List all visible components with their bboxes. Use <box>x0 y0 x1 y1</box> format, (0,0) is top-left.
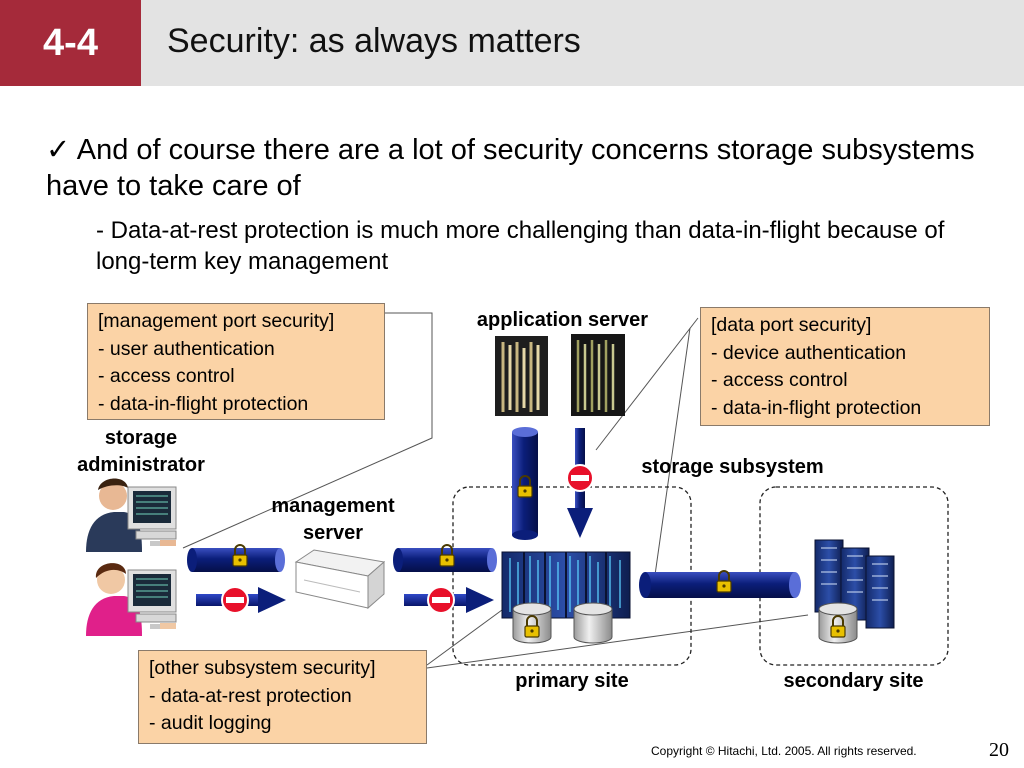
sub-bullet: - Data-at-rest protection is much more c… <box>96 217 945 275</box>
callout-item: - access control <box>98 365 235 387</box>
check-icon: ✓ <box>46 134 77 166</box>
application-server-label: application server <box>476 309 649 331</box>
callout-item: - data-in-flight protection <box>711 396 922 419</box>
no-entry-icon <box>221 586 249 614</box>
storage-administrator-label: storage administrator <box>77 427 205 476</box>
management-port-security-callout: [management port security] - user authen… <box>87 303 385 420</box>
secondary-storage-subsystem-icon <box>814 539 895 629</box>
callout-title: [data port security] <box>711 314 872 336</box>
no-entry-icon <box>566 464 594 492</box>
section-number: 4-4 <box>43 21 98 64</box>
blocked-arrow-management-to-storage <box>404 586 494 614</box>
blocked-arrow-admin-to-management <box>196 586 286 614</box>
data-port-security-callout: [data port security] - device authentica… <box>700 307 990 426</box>
other-subsystem-security-callout: [other subsystem security] - data-at-res… <box>138 650 427 744</box>
encrypted-disk-icon <box>818 602 858 644</box>
callout-title: [management port security] <box>98 310 335 332</box>
administrator-at-computer-icon <box>86 563 177 636</box>
header-bar <box>0 0 1024 86</box>
callout-item: - access control <box>711 369 848 391</box>
callout-item: - user authentication <box>98 337 275 360</box>
disk-cylinder-icon <box>573 602 613 644</box>
blocked-arrow-vertical <box>566 428 594 538</box>
section-number-badge: 4-4 <box>0 0 141 86</box>
storage-subsystem-label: storage subsystem <box>641 456 824 478</box>
callout-item: - data-at-rest protection <box>149 684 352 707</box>
no-entry-icon <box>427 586 455 614</box>
callout-item: - audit logging <box>149 712 272 734</box>
secondary-site-label: secondary site <box>783 670 924 692</box>
management-server-icon <box>294 549 386 610</box>
administrator-at-computer-icon <box>86 478 177 552</box>
vertical-secure-pipe <box>512 427 538 540</box>
callout-leader-lines <box>182 312 809 669</box>
application-server-icon <box>495 334 625 416</box>
callout-item: - data-in-flight protection <box>98 392 309 415</box>
management-server-label: management server <box>271 495 395 544</box>
page-number: 20 <box>989 739 1009 761</box>
secure-pipe-management-to-storage <box>393 544 497 572</box>
callout-item: - device authentication <box>711 341 907 364</box>
slide-title: Security: as always matters <box>167 22 581 60</box>
primary-site-label: primary site <box>515 670 629 692</box>
copyright-notice: Copyright © Hitachi, Ltd. 2005. All righ… <box>651 744 917 758</box>
secure-pipe-admin-to-management <box>187 544 285 572</box>
callout-title: [other subsystem security] <box>149 657 376 679</box>
secure-replication-pipe <box>639 570 801 598</box>
main-bullet-text: And of course there are a lot of securit… <box>46 134 975 202</box>
main-bullet: ✓ And of course there are a lot of secur… <box>46 132 986 204</box>
encrypted-disk-icon <box>512 602 552 644</box>
